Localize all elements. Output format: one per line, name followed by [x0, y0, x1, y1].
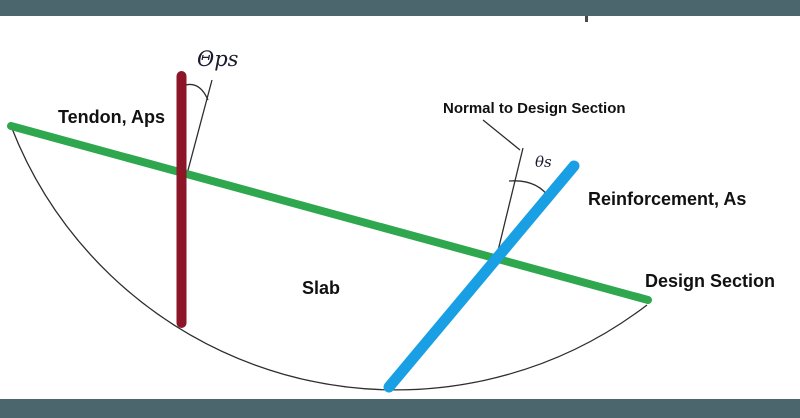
- tendon-label: Tendon, Aps: [58, 107, 165, 127]
- design-section-normal-line: [495, 147, 524, 260]
- design-section-label: Design Section: [645, 271, 775, 291]
- slab-label: Slab: [302, 278, 340, 298]
- theta-ps-label: Θps: [197, 47, 239, 71]
- reinforcement-bar: [383, 160, 580, 393]
- theta-s-label: θs: [535, 153, 552, 171]
- reinforcement-label: Reinforcement, As: [588, 189, 746, 209]
- design-section-line: [7, 122, 652, 304]
- bottom-frame-bar: [0, 399, 800, 418]
- normal-label-leader-line: [482, 119, 521, 151]
- slab-boundary-arc: [10, 125, 648, 391]
- top-frame-bar: [0, 0, 800, 16]
- tendon-normal-line: [186, 79, 213, 175]
- normal-to-design-section-label: Normal to Design Section: [443, 100, 626, 117]
- cursor-tick-mark: [585, 16, 588, 22]
